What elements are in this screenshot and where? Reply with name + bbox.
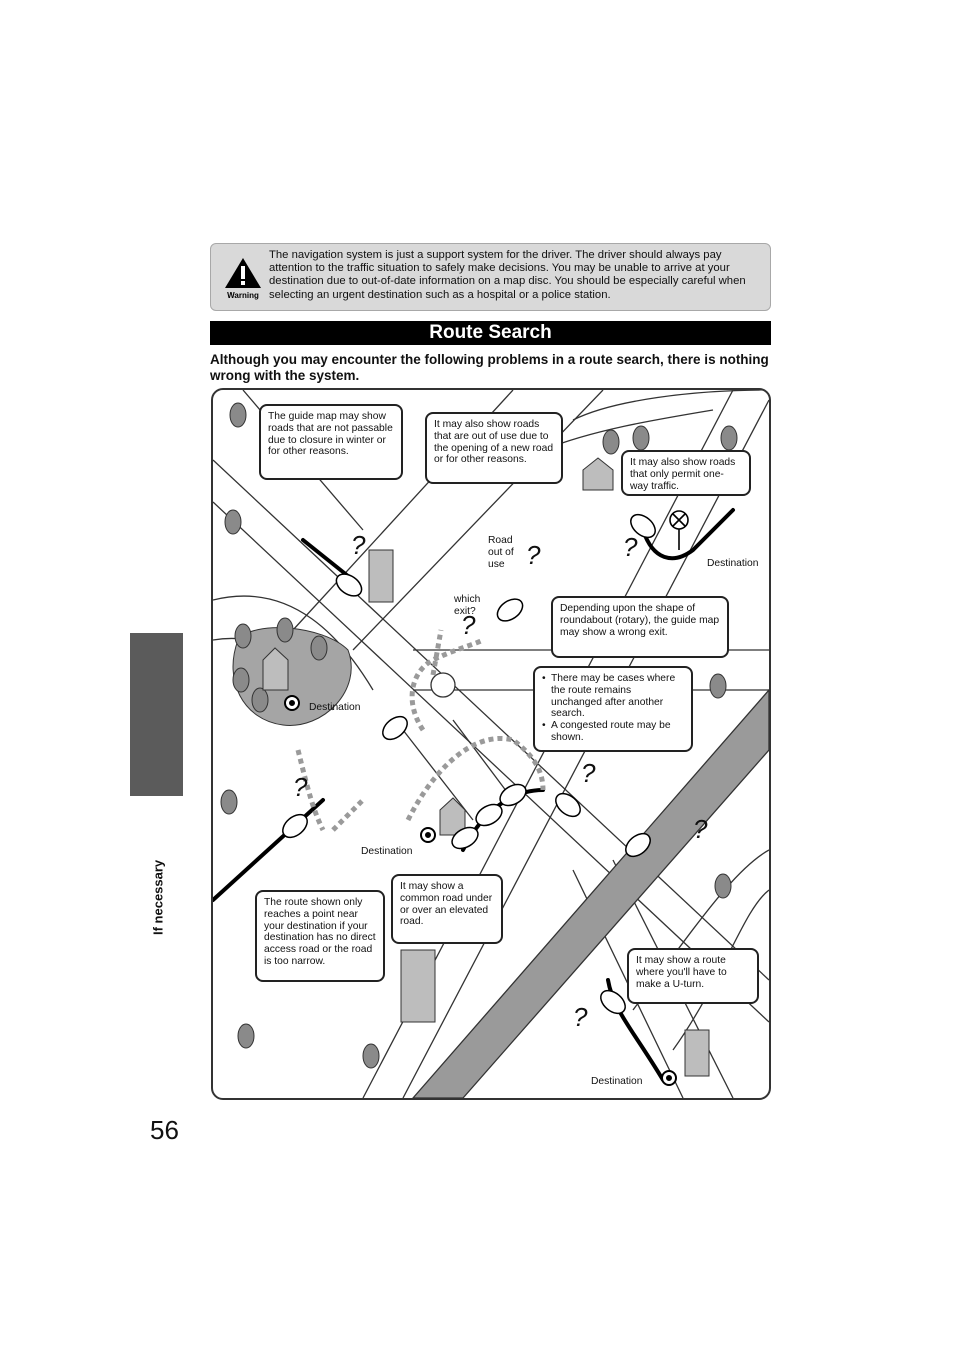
warning-icon-label: Warning: [227, 291, 259, 300]
callout-near-point: The route shown only reaches a point nea…: [255, 890, 385, 982]
label-destination-forest: Destination: [309, 702, 361, 713]
question-mark: ?: [581, 758, 596, 788]
bullet-congested-route: •A congested route may be shown.: [542, 720, 671, 743]
callout-roundabout: Depending upon the shape of roundabout (…: [551, 596, 729, 658]
label-road-out-of-use: Road out of use: [488, 535, 514, 570]
question-mark: ?: [293, 772, 308, 802]
callout-u-turn: It may show a route where you'll have to…: [627, 948, 759, 1004]
warning-box: Warning The navigation system is just a …: [210, 243, 771, 311]
question-mark: ?: [461, 610, 476, 640]
route-search-illustration: The guide map may show roads that are no…: [211, 388, 771, 1100]
bullet-unchanged-route: •There may be cases where the route rema…: [542, 673, 676, 720]
question-mark: ?: [693, 814, 708, 844]
page-number: 56: [150, 1115, 179, 1145]
question-mark: ?: [573, 1002, 588, 1032]
question-mark: ?: [351, 530, 366, 560]
callout-elevated-road: It may show a common road under or over …: [391, 874, 503, 944]
label-which-exit: which exit?: [454, 594, 481, 617]
warning-text: The navigation system is just a support …: [269, 249, 746, 301]
section-intro: Although you may encounter the following…: [210, 352, 769, 383]
label-destination-u-turn: Destination: [591, 1076, 643, 1087]
chapter-tab-label: If necessary: [150, 859, 166, 935]
callout-route-unchanged: •There may be cases where the route rema…: [533, 666, 693, 752]
label-destination-one-way: Destination: [707, 558, 759, 569]
callout-out-of-use: It may also show roads that are out of u…: [425, 412, 563, 484]
warning-triangle-icon: Warning: [225, 258, 261, 300]
callout-one-way: It may also show roads that only permit …: [621, 450, 751, 496]
chapter-tab: [130, 633, 183, 796]
section-title: Route Search: [210, 321, 771, 345]
callout-closed-roads: The guide map may show roads that are no…: [259, 404, 403, 480]
question-mark: ?: [623, 532, 638, 562]
question-mark: ?: [526, 540, 541, 570]
label-destination-house: Destination: [361, 846, 413, 857]
map-drawing: [213, 390, 769, 1098]
